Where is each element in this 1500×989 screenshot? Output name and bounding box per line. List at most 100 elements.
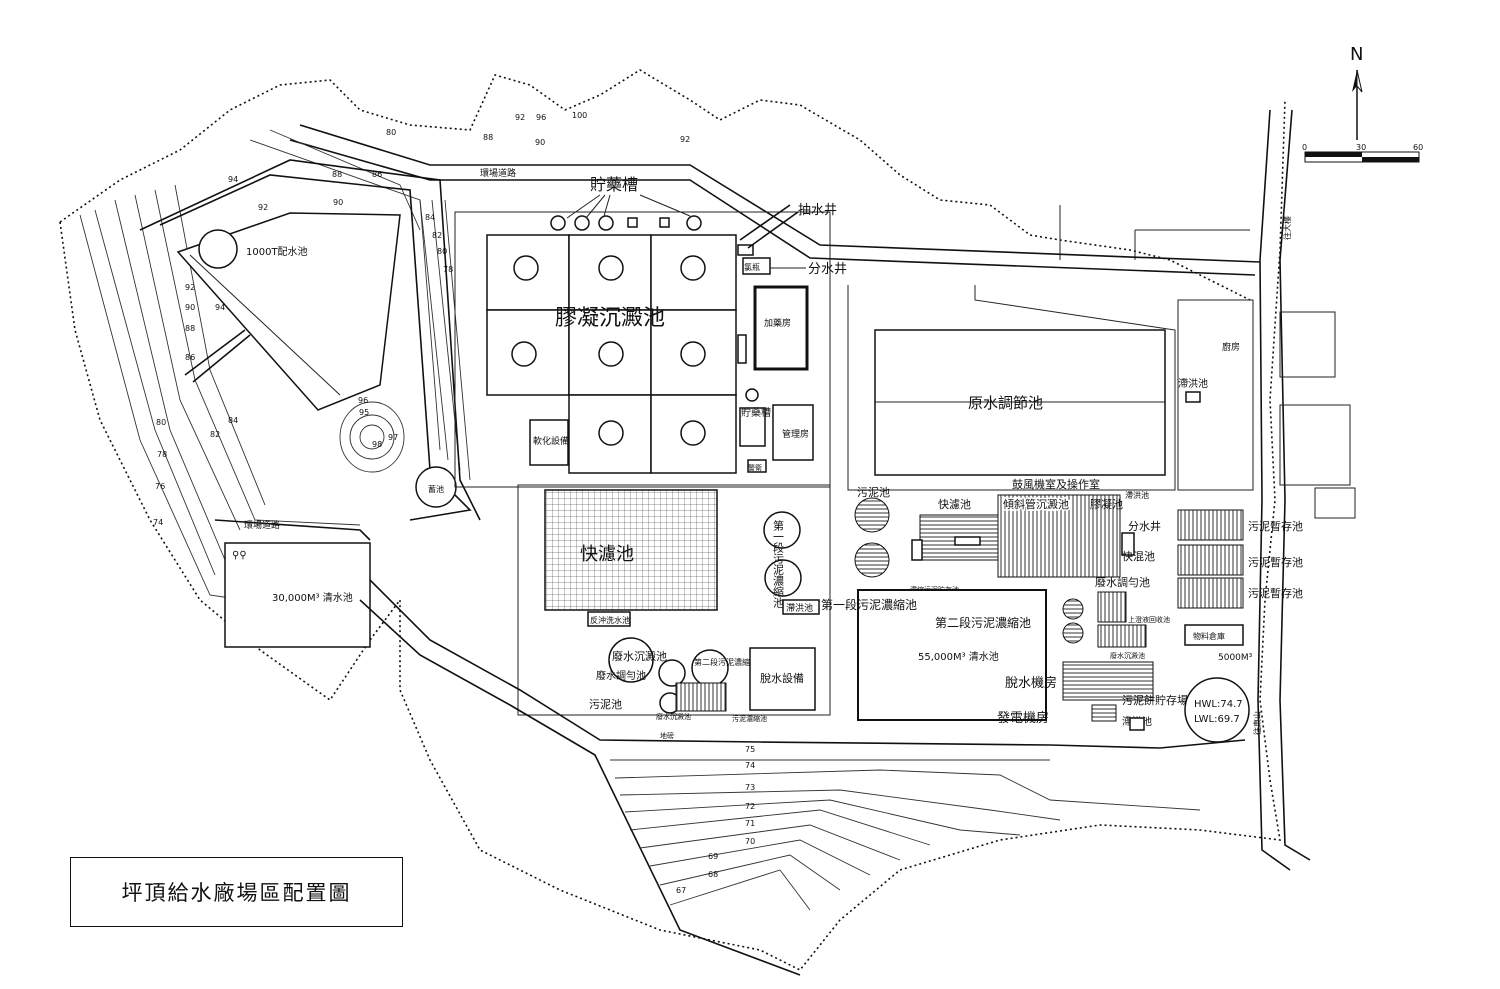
- ct-w4: 88: [185, 324, 195, 333]
- ct-w16: 78: [443, 265, 453, 274]
- road-top: [299, 124, 1261, 263]
- dewater-equip: [749, 647, 816, 711]
- ct-w7: 84: [228, 416, 238, 425]
- ct-w10: 78: [157, 450, 167, 459]
- flood1-label: 滯洪池: [786, 602, 813, 614]
- ct-s0: 75: [745, 745, 755, 754]
- road-right2-label: 往東山: [1252, 711, 1262, 735]
- split-well-label: 分水井: [808, 262, 847, 277]
- ct-w14: 82: [432, 231, 442, 240]
- ct-w11: 76: [155, 482, 165, 491]
- coag2-label: 膠凝池: [1090, 497, 1123, 511]
- mgmt-room: [772, 404, 814, 461]
- ct-s6: 69: [708, 852, 718, 861]
- clear-tank-30000: [224, 542, 371, 648]
- north-arrow: N: [1350, 44, 1363, 140]
- chem-room-label: 加藥房: [764, 317, 791, 329]
- road-top-label: 環場道路: [480, 167, 516, 179]
- fast-filter2-label: 快濾池: [938, 497, 971, 511]
- ww-eq2-label: 廢水調勻池: [596, 669, 646, 682]
- dewater-eq-label: 脫水設備: [760, 671, 804, 685]
- coag-basin: [486, 234, 737, 474]
- tank-5000: [1184, 677, 1250, 743]
- fast-filter: [544, 489, 718, 611]
- pump-well-label: 抽水井: [798, 203, 837, 218]
- dewater-label: 脫水機房: [1005, 675, 1057, 691]
- gate-label: 警衛: [748, 463, 762, 472]
- site-boundary: [59, 69, 1251, 301]
- chem-room: [753, 285, 809, 371]
- pool-small-label: 蓄池: [428, 484, 444, 494]
- map-title-box: 坪頂給水廠場區配置圖: [70, 857, 403, 927]
- clear55-label: 55,000M³ 清水池: [918, 650, 999, 663]
- thick2-label: 第二段污泥濃縮池: [935, 615, 1031, 630]
- map-title: 坪頂給水廠場區配置圖: [121, 881, 352, 905]
- ct-w5: 86: [185, 353, 195, 362]
- plant-compound: [454, 211, 831, 488]
- tube-settler-label: 傾斜管沉澱池: [1003, 497, 1069, 511]
- ct-w2: 92: [185, 283, 195, 292]
- power-label: 發電機房: [997, 710, 1049, 726]
- clear30-label: 30,000M³ 清水池: [272, 591, 353, 604]
- small2-label: 污泥濃縮池: [732, 714, 767, 723]
- ww-eq-label: 廢水調勻池: [1095, 575, 1150, 589]
- lwl-label: LWL:69.7: [1194, 714, 1240, 725]
- ct-n0: 80: [386, 128, 396, 137]
- ww-sed2-label: 廢水沉澱池: [1110, 651, 1145, 660]
- ct-m2: 97: [388, 433, 398, 442]
- tank5000-label: 5000M³: [1218, 653, 1253, 663]
- soften-label: 軟化設備: [533, 435, 569, 447]
- chem-tank2-label: 貯藥槽: [741, 406, 771, 419]
- split2-label: 分水井: [1128, 519, 1161, 533]
- material-label: 物料倉庫: [1193, 631, 1225, 641]
- backwash-label: 反沖洗水池: [590, 615, 630, 625]
- filter-compound: [517, 484, 831, 716]
- chlor-tank: [742, 257, 771, 275]
- small1-label: 廢水沉澱池: [656, 712, 691, 721]
- chem-tank-label: 貯藥槽: [590, 175, 638, 194]
- ct-s2: 73: [745, 783, 755, 792]
- ct-s8: 67: [676, 886, 686, 895]
- ct-s5: 70: [745, 837, 755, 846]
- tube-settler: [997, 494, 1121, 578]
- ct-w8: 82: [210, 430, 220, 439]
- thick2b-label: 第二段污泥濃縮池: [694, 657, 758, 667]
- distribution-pool: [176, 212, 401, 411]
- ct-w13: 84: [425, 213, 435, 222]
- ct-n3: 96: [536, 113, 546, 122]
- ct-w6: 94: [215, 303, 225, 312]
- pool-circle: [198, 229, 238, 269]
- ct-s1: 74: [745, 761, 755, 770]
- sludge-store1-label: 污泥暫存池: [1248, 519, 1303, 533]
- soften-equip: [529, 419, 569, 466]
- ct-w12: 74: [153, 518, 163, 527]
- sludge-cake-label: 污泥餅貯存場: [1122, 693, 1188, 707]
- ct-s4: 71: [745, 819, 755, 828]
- scale-bar: 0 30 60: [1302, 143, 1423, 163]
- ct-s7: 68: [708, 870, 718, 879]
- ct-m1: 98: [372, 440, 382, 449]
- ct-m3: 95: [359, 408, 369, 417]
- ct-w0: 94: [228, 175, 238, 184]
- ct-n8: 86: [372, 170, 382, 179]
- ct-w1: 92: [258, 203, 268, 212]
- ct-w3: 90: [185, 303, 195, 312]
- sludge-pool2-label: 污泥池: [589, 698, 622, 711]
- ct-n1: 88: [483, 133, 493, 142]
- rapid-mix-label: 快混池: [1122, 550, 1155, 563]
- ww-sed-label: 廢水沉澱池: [612, 649, 667, 663]
- scale-tick-1: 30: [1356, 143, 1366, 152]
- chl-symbol: ⚲⚲: [232, 550, 247, 561]
- ct-n9: 90: [333, 198, 343, 207]
- kitchen-label: 廚房: [1222, 341, 1240, 353]
- mound: [339, 401, 405, 473]
- raw-basin-label: 原水調節池: [968, 394, 1043, 412]
- road-left-label: 環場道路: [244, 519, 280, 531]
- mgmt-label: 管理房: [782, 428, 809, 440]
- hwl-label: HWL:74.7: [1194, 699, 1243, 710]
- flood2-label: 滯洪池: [1125, 490, 1149, 500]
- fast-filter-label: 快濾池: [580, 544, 634, 565]
- north-label: N: [1350, 44, 1363, 65]
- ct-n7: 88: [332, 170, 342, 179]
- dist-pool-label: 1000T配水池: [246, 245, 308, 258]
